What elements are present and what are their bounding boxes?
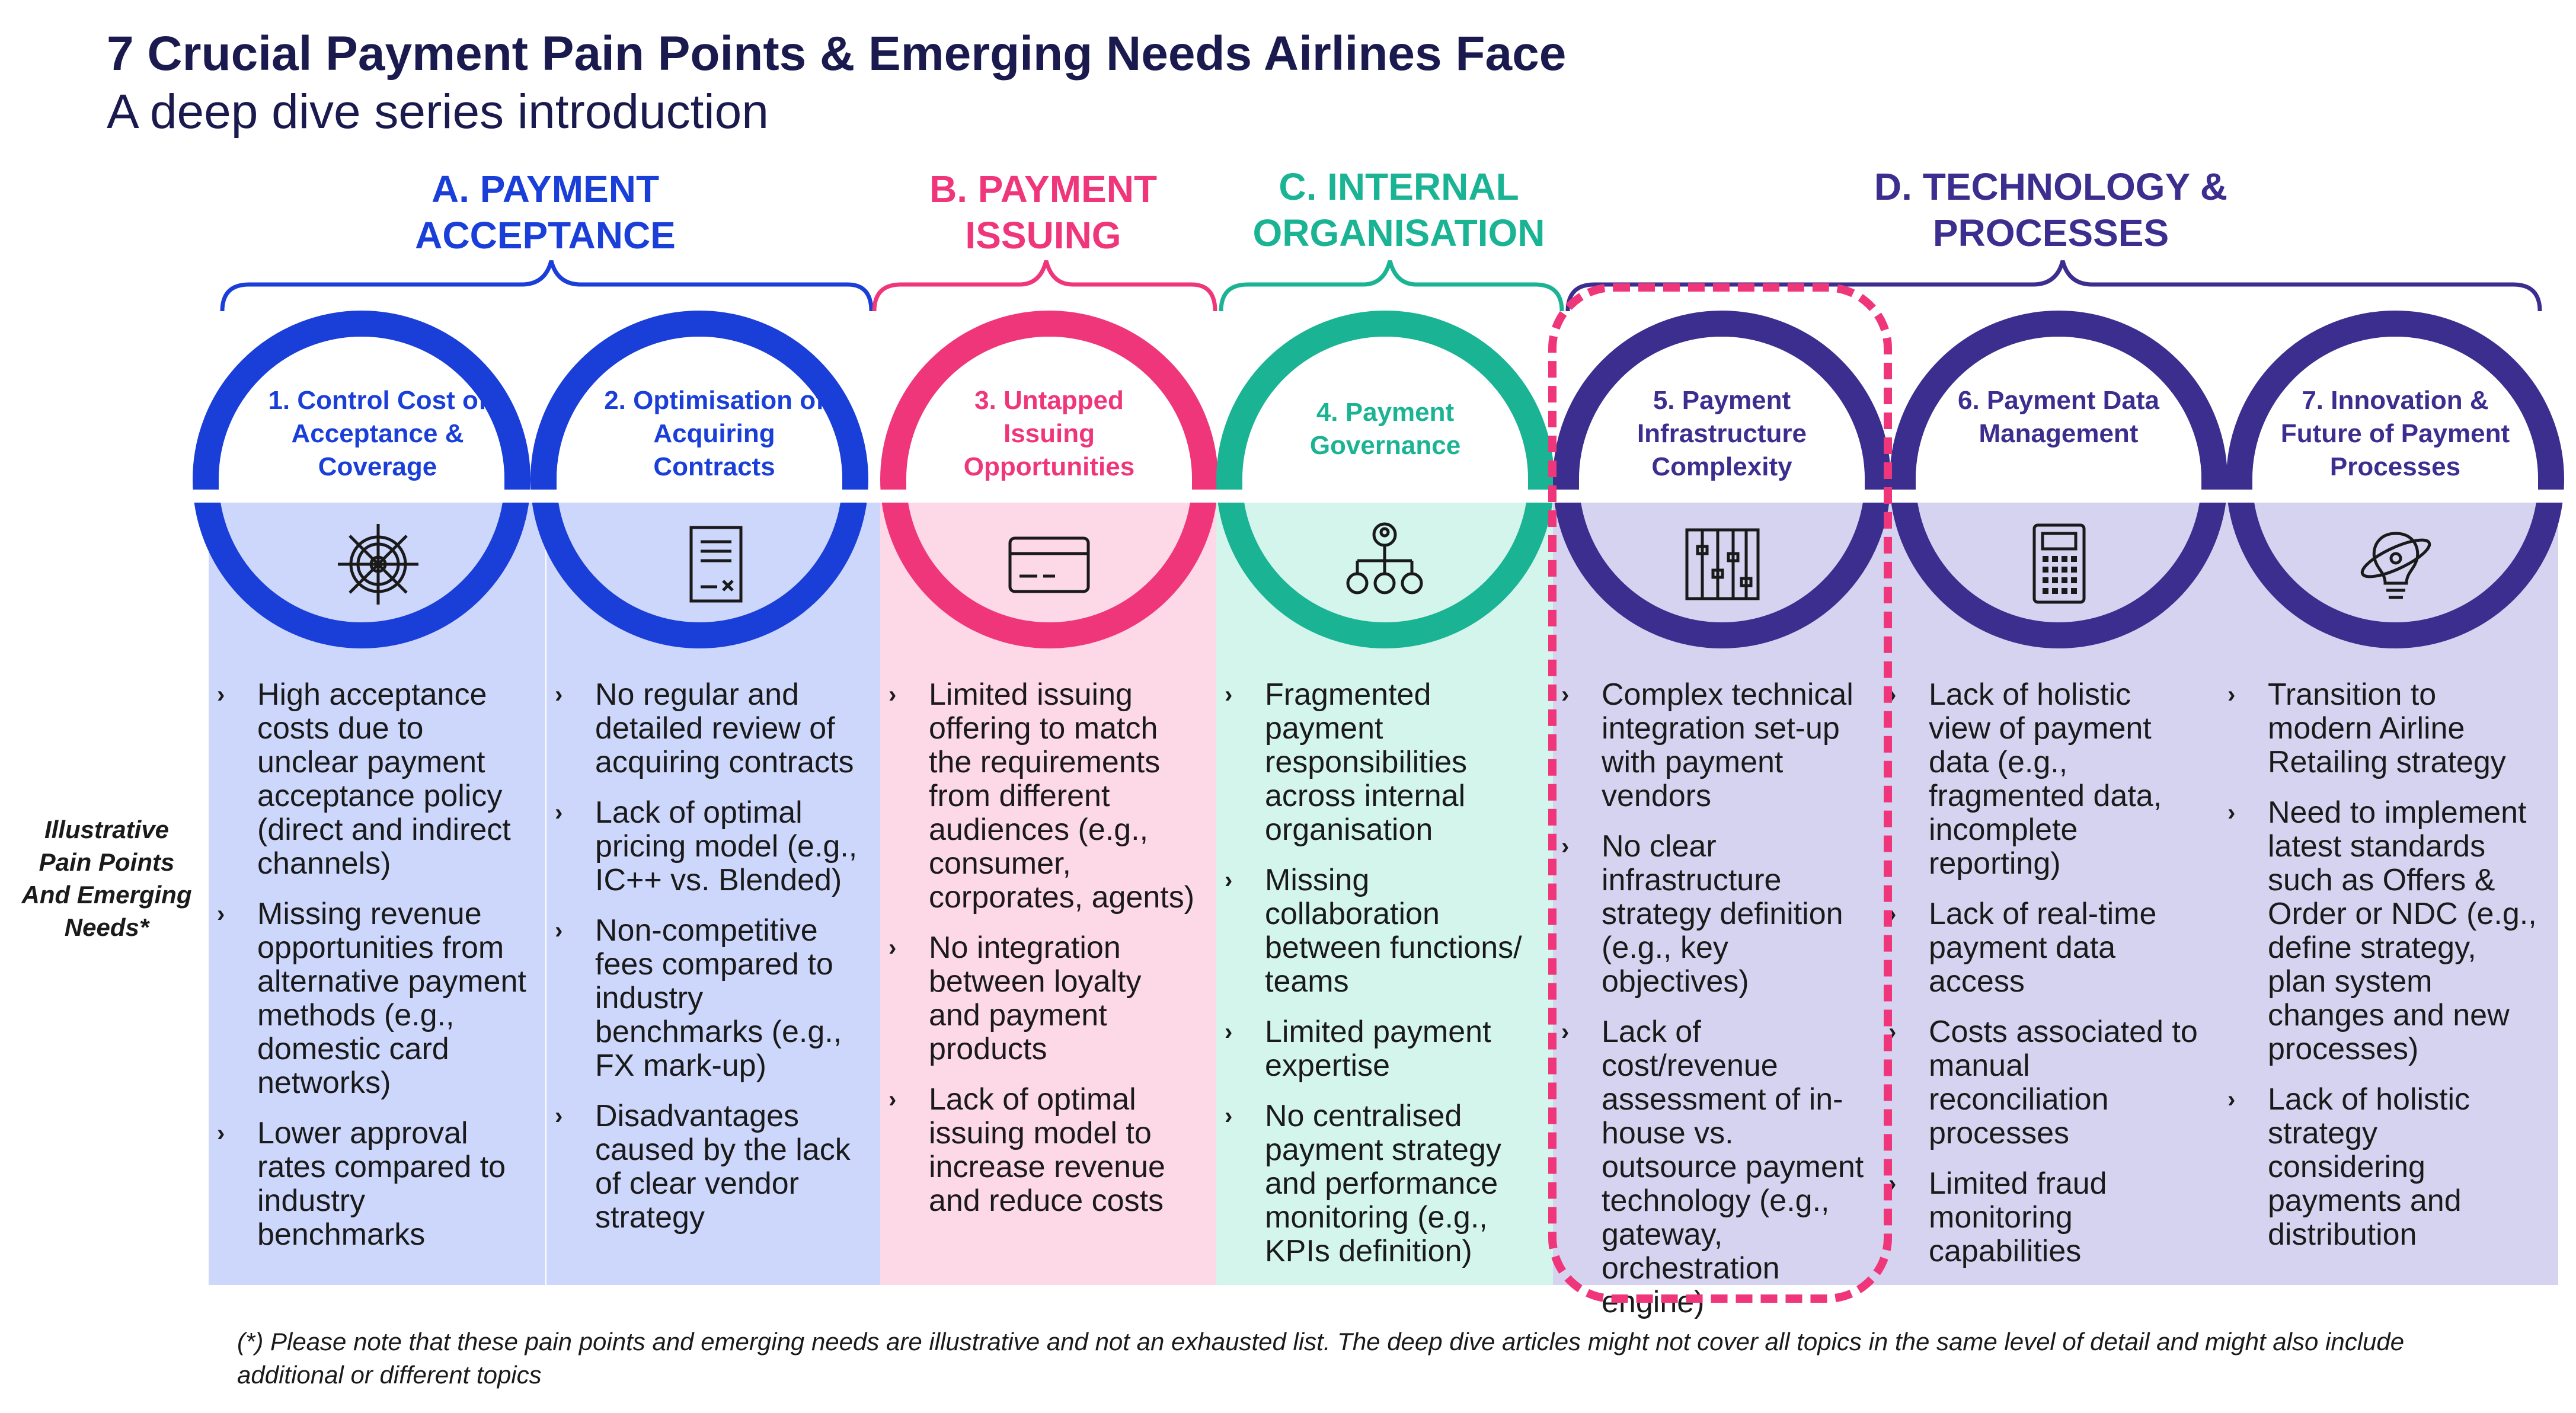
category-label-line2: PROCESSES — [1932, 212, 2169, 254]
arrow-bullet-icon: › — [555, 918, 563, 944]
pillar-bullets-3: ›Limited issuing offering to match the r… — [880, 678, 1200, 1235]
page-subtitle: A deep dive series introduction — [107, 85, 769, 139]
list-item: ›No integration between loyalty and paym… — [889, 931, 1142, 1066]
pillar-bullets-4: ›Fragmented payment responsibilities acr… — [1216, 678, 1536, 1285]
list-item: ›Need to implement latest standards such… — [2227, 795, 2537, 1066]
pillar-bullets-1: ›High acceptance costs due to unclear pa… — [209, 678, 529, 1268]
pillar-title-3: 3. Untapped Issuing Opportunities — [963, 386, 1135, 481]
list-item: ›No regular and detailed review of acqui… — [555, 677, 854, 779]
arrow-bullet-icon: › — [2227, 682, 2236, 708]
list-item: ›Lack of holistic view of payment data (… — [1888, 677, 2162, 881]
arrow-bullet-icon: › — [217, 901, 225, 927]
list-item: ›Lack of optimal issuing model to increa… — [889, 1082, 1165, 1218]
category-header-internal-organisation: C. INTERNAL ORGANISATION — [1209, 164, 1589, 256]
list-item: ›Lower approval rates compared to indust… — [217, 1116, 506, 1252]
list-item: ›Limited fraud monitoring capabilities — [1888, 1166, 2107, 1268]
category-header-technology-processes: D. TECHNOLOGY & PROCESSES — [1814, 164, 2288, 256]
horizontal-divider — [190, 490, 2576, 503]
category-label-line1: B. PAYMENT — [929, 168, 1158, 210]
list-item: ›High acceptance costs due to unclear pa… — [217, 677, 511, 881]
list-item: ›Disadvantages caused by the lack of cle… — [555, 1099, 851, 1235]
brace-payment-acceptance — [220, 260, 874, 312]
arrow-bullet-icon: › — [1225, 1019, 1233, 1045]
mixer-icon — [1685, 528, 1760, 600]
pillar-title-1: 1. Control Cost of Acceptance & Coverage — [268, 386, 487, 481]
category-braces — [220, 260, 2542, 312]
brace-technology-processes — [1565, 260, 2542, 312]
arrow-bullet-icon: › — [1561, 833, 1570, 859]
category-label-line2: ISSUING — [965, 214, 1121, 257]
calculator-icon — [2032, 523, 2086, 604]
list-item: ›No centralised payment strategy and per… — [1225, 1099, 1501, 1268]
arrow-bullet-icon: › — [2227, 800, 2236, 826]
pillar-title-2: 2. Optimisation of Acquiring Contracts — [604, 386, 824, 481]
side-label-pain-points: Illustrative Pain Points And Emerging Ne… — [21, 816, 192, 941]
list-item: ›Complex technical integration set-up wi… — [1561, 677, 1853, 813]
arrow-bullet-icon: › — [1561, 1019, 1570, 1045]
arrow-bullet-icon: › — [889, 682, 897, 708]
arrow-bullet-icon: › — [889, 935, 897, 961]
category-header-payment-acceptance: A. PAYMENT ACCEPTANCE — [332, 166, 759, 258]
list-item: ›Fragmented payment responsibilities acr… — [1225, 677, 1468, 847]
highlight-dashed-frame — [1548, 283, 1892, 1303]
category-label-line1: C. INTERNAL — [1279, 165, 1519, 208]
arrow-bullet-icon: › — [217, 682, 225, 708]
arrow-bullet-icon: › — [1225, 682, 1233, 708]
list-item: ›Limited issuing offering to match the r… — [889, 677, 1195, 915]
list-item: ›Costs associated to manual reconciliati… — [1888, 1015, 2198, 1150]
arrow-bullet-icon: › — [1225, 1103, 1233, 1129]
credit-card-icon — [1008, 536, 1090, 593]
arrow-bullet-icon: › — [2227, 1086, 2236, 1113]
arrow-bullet-icon: › — [217, 1120, 225, 1146]
footnote: (*) Please note that these pain points a… — [237, 1328, 2405, 1389]
list-item: ›Lack of holistic strategy considering p… — [2227, 1082, 2470, 1252]
contract-icon — [689, 526, 743, 603]
list-item: ›Transition to modern Airline Retailing … — [2227, 677, 2506, 779]
pillar-title-5: 5. Payment Infrastructure Complexity — [1637, 386, 1807, 481]
arrow-bullet-icon: › — [555, 1103, 563, 1129]
category-label-line1: D. TECHNOLOGY & — [1874, 165, 2228, 208]
pillar-title-4: 4. Payment Governance — [1309, 398, 1461, 460]
ship-wheel-icon — [338, 524, 418, 605]
category-label-line2: ACCEPTANCE — [415, 214, 676, 257]
list-item: ›Limited payment expertise — [1225, 1015, 1491, 1083]
arrow-bullet-icon: › — [555, 682, 563, 708]
brace-payment-issuing — [872, 260, 1217, 312]
pillar-bullets-2: ›No regular and detailed review of acqui… — [546, 678, 867, 1251]
category-label-line2: ORGANISATION — [1252, 212, 1545, 254]
pillar-title-7: 7. Innovation & Future of Payment Proces… — [2280, 386, 2510, 481]
list-item: ›No clear infrastructure strategy defini… — [1561, 829, 1843, 999]
pillar-title-6: 6. Payment Data Management — [1958, 386, 2159, 448]
lightbulb-atom-icon — [2360, 532, 2431, 599]
list-item: ›Lack of real-time payment data access — [1888, 897, 2157, 999]
arrow-bullet-icon: › — [1225, 867, 1233, 893]
pillar-bullets-7: ›Transition to modern Airline Retailing … — [2219, 678, 2539, 1268]
arrow-bullet-icon: › — [1561, 682, 1570, 708]
org-chart-icon — [1346, 522, 1423, 594]
brace-internal-organisation — [1219, 260, 1564, 312]
category-label-line1: A. PAYMENT — [431, 168, 660, 210]
pillar-bullets-5: ›Complex technical integration set-up wi… — [1553, 678, 1873, 1336]
list-item: ›Lack of optimal pricing model (e.g., IC… — [555, 795, 858, 897]
list-item: ›Non-competitive fees compared to indust… — [555, 913, 842, 1083]
pillar-bullets-6: ›Lack of holistic view of payment data (… — [1880, 678, 2200, 1285]
list-item: ›Missing collaboration between functions… — [1225, 863, 1522, 999]
list-item: ›Missing revenue opportunities from alte… — [217, 897, 526, 1100]
page-title: 7 Crucial Payment Pain Points & Emerging… — [107, 27, 1567, 81]
arrow-bullet-icon: › — [555, 800, 563, 826]
arrow-bullet-icon: › — [889, 1086, 897, 1113]
category-header-payment-issuing: B. PAYMENT ISSUING — [865, 166, 1221, 258]
